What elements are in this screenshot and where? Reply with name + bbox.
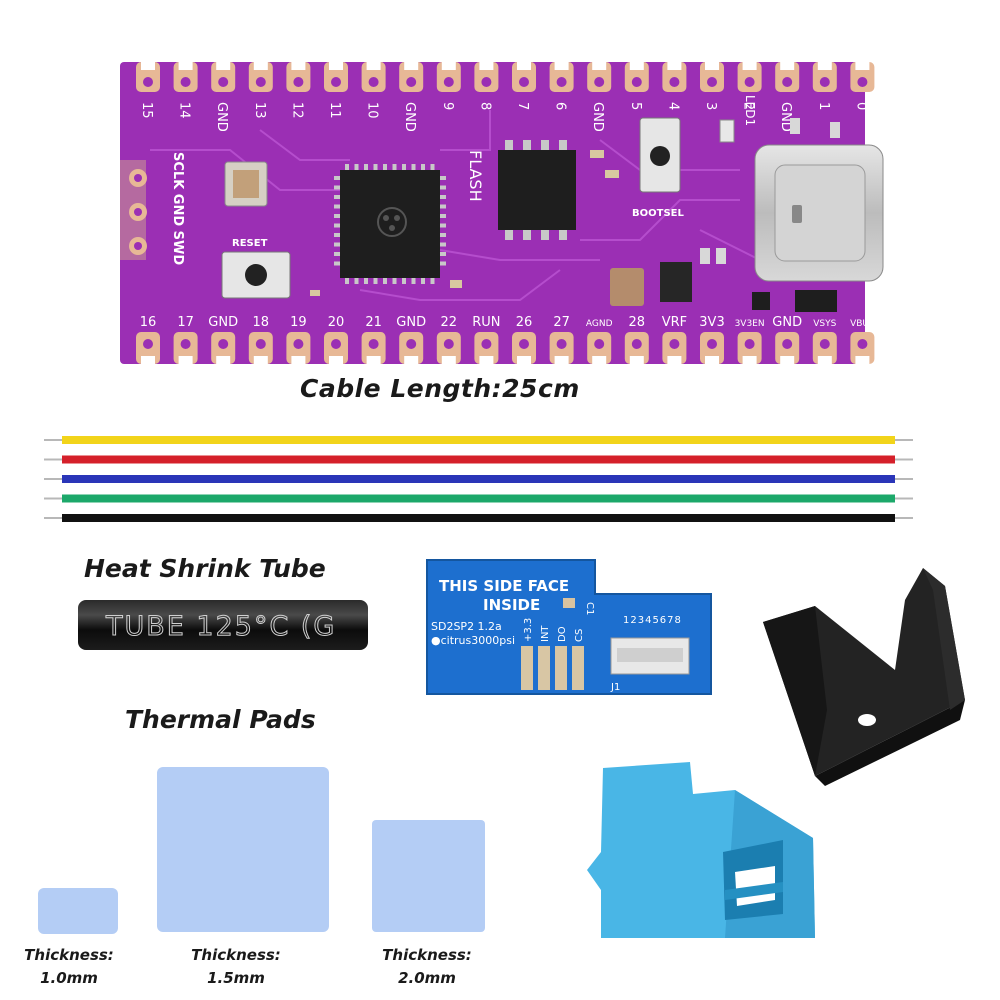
flash-chip <box>498 140 576 240</box>
bottom-pin-label: GND <box>772 315 802 330</box>
pad-1-line2: 1.0mm <box>40 969 98 987</box>
adapter-pin-label: CS <box>574 629 585 642</box>
bottom-pin-label: 3V3 <box>699 315 724 330</box>
pad-1-line1: Thickness: <box>24 946 114 964</box>
bottom-pin-label: GND <box>208 315 238 330</box>
bottom-pin-label: 21 <box>365 315 382 330</box>
bottom-pin-label: VBUS <box>850 319 875 329</box>
reset-label: RESET <box>232 238 268 249</box>
swd-labels: SCLK GND SWD <box>170 152 185 265</box>
thermal-pads-caption: Thermal Pads <box>125 705 316 734</box>
adapter-model: SD2SP2 1.2a <box>431 620 502 633</box>
bottom-castellated-pads <box>136 332 875 364</box>
led <box>719 119 735 143</box>
adapter-c1: C1 <box>584 602 595 615</box>
top-pin-label: 8 <box>477 102 492 110</box>
adapter-contacts <box>521 646 584 690</box>
bottom-pin-label: 28 <box>629 315 646 330</box>
top-pin-label: 7 <box>515 102 530 110</box>
bottom-pin-label: 22 <box>441 315 458 330</box>
pad-3-line2: 2.0mm <box>398 969 456 987</box>
top-pin-label: 12 <box>289 102 304 119</box>
adapter-pin-label: INT <box>540 625 551 642</box>
rp2040-chip <box>334 164 446 284</box>
adapter-credit: ●citrus3000psi <box>431 634 515 647</box>
thermal-pad-2mm <box>372 820 485 932</box>
top-pin-label: 3 <box>703 102 718 110</box>
top-pin-label: GND <box>778 102 793 132</box>
top-pin-label: GND <box>590 102 605 132</box>
swd-pads <box>120 160 147 260</box>
bottom-pin-label: RUN <box>472 315 500 330</box>
bottom-pin-label: VSYS <box>813 319 836 329</box>
smd-components <box>310 118 840 312</box>
top-castellated-pads <box>136 62 875 92</box>
sd2sp2-adapter: THIS SIDE FACE INSIDE C1 SD2SP2 1.2a ●ci… <box>426 559 712 695</box>
pad-3-label: Thickness: 2.0mm <box>357 944 497 990</box>
bottom-pin-label: 27 <box>553 315 570 330</box>
bottom-pin-label: AGND <box>586 319 613 329</box>
bootsel-button <box>639 117 681 193</box>
heat-shrink-tube: TUBE 125°C (G <box>78 600 368 650</box>
adapter-pin-label: DO <box>557 626 568 642</box>
top-pin-label: GND <box>214 102 229 132</box>
flash-label: FLASH <box>466 150 485 202</box>
thermal-pad-1-5mm <box>157 767 329 932</box>
bottom-pin-label: 20 <box>328 315 345 330</box>
top-pin-label: 5 <box>628 102 643 110</box>
adapter-j1: J1 <box>610 682 620 693</box>
blue-silicone-cover <box>587 762 815 938</box>
top-pin-label: 11 <box>327 102 342 119</box>
top-pin-label: 9 <box>440 102 455 110</box>
bottom-pin-label: 19 <box>290 315 307 330</box>
top-pin-label: 15 <box>139 102 154 119</box>
dupont-wires <box>44 436 913 522</box>
bottom-pin-label: GND <box>396 315 426 330</box>
adapter-pin-label: +3.3 <box>523 618 534 642</box>
top-pin-label: 4 <box>665 102 680 110</box>
adapter-numbers: 12345678 <box>623 615 682 626</box>
bottom-pin-label: 17 <box>177 315 194 330</box>
adapter-line1: THIS SIDE FACE <box>439 577 569 595</box>
bottom-pin-label: 18 <box>253 315 270 330</box>
pad-3-line1: Thickness: <box>382 946 472 964</box>
pad-2-line2: 1.5mm <box>207 969 265 987</box>
top-pin-label: 14 <box>177 102 192 119</box>
cable-length-caption: Cable Length:25cm <box>300 374 580 403</box>
black-stand <box>763 568 965 786</box>
bottom-pin-label: VRF <box>662 315 687 330</box>
bootsel-label: BOOTSEL <box>632 208 684 219</box>
top-pin-label: 10 <box>365 102 380 119</box>
crystal <box>224 161 268 207</box>
top-pin-label: 2 <box>741 102 756 110</box>
usb-c-port <box>754 144 884 282</box>
reset-button <box>221 251 291 299</box>
top-pin-label: 6 <box>553 102 568 110</box>
bottom-pin-labels: 16 17 GND 18 19 20 21 GND 22 RUN 26 27 AGND 28 VRF 3V3 3… <box>140 315 875 330</box>
bottom-pin-label: 16 <box>140 315 157 330</box>
top-pin-label: GND <box>402 102 417 132</box>
led-label: LED1 <box>743 95 757 126</box>
top-pin-label: 1 <box>816 102 831 110</box>
adapter-line2: INSIDE <box>483 596 540 614</box>
pad-2-line1: Thickness: <box>191 946 281 964</box>
bottom-pin-label: 26 <box>516 315 533 330</box>
pad-1-label: Thickness: 1.0mm <box>0 944 139 990</box>
thermal-pad-1mm <box>38 888 118 934</box>
top-pin-label: 13 <box>252 102 267 119</box>
adapter-pin-labels: +3.3 INT DO CS <box>523 618 585 642</box>
heat-shrink-caption: Heat Shrink Tube <box>84 554 326 583</box>
tube-print: TUBE 125°C (G <box>105 611 336 642</box>
bottom-pin-label: 3V3EN <box>735 319 765 329</box>
pad-2-label: Thickness: 1.5mm <box>166 944 306 990</box>
top-pin-label: 0 <box>853 102 868 110</box>
